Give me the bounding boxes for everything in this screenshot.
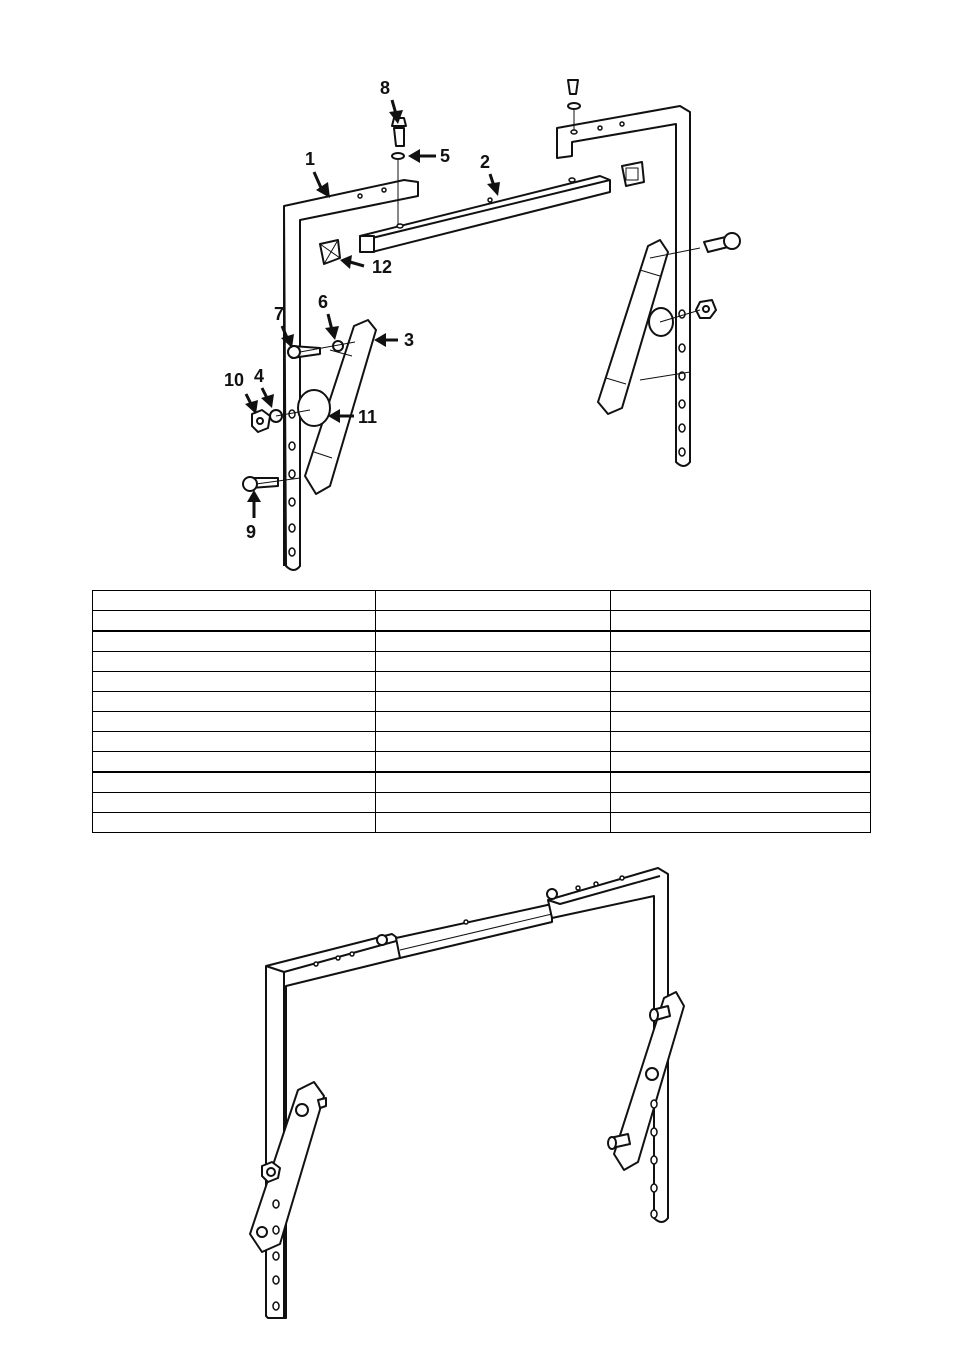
table-cell	[610, 691, 871, 712]
table-cell	[375, 812, 611, 833]
table-row	[92, 590, 871, 611]
table-cell	[375, 771, 611, 793]
left-swivel-plate	[304, 319, 377, 495]
callout-9: 9	[246, 522, 256, 542]
right-swivel-plate	[597, 239, 669, 415]
table-cell	[375, 671, 611, 692]
table-cell	[610, 751, 871, 773]
table-row	[92, 751, 871, 773]
top-bolt-left	[376, 934, 388, 946]
left-bolt-upper	[295, 1103, 309, 1117]
left-frame-bracket	[283, 179, 419, 571]
table-cell	[92, 731, 376, 752]
table-cell	[92, 792, 376, 813]
table-cell	[375, 731, 611, 752]
table-cell	[92, 751, 376, 773]
table-row	[92, 711, 871, 732]
left-swivel-plate	[249, 1081, 325, 1253]
callout-10: 10	[224, 370, 244, 390]
right-frame-bracket	[556, 105, 691, 467]
callout-1: 1	[305, 149, 315, 169]
table-cell	[92, 630, 376, 652]
table-cell	[375, 610, 611, 632]
callout-11: 11	[358, 407, 377, 427]
table-cell	[92, 651, 376, 672]
parts-table	[92, 590, 871, 833]
table-cell	[375, 792, 611, 813]
right-pivot-bolt	[645, 1067, 659, 1081]
exploded-assembly-drawing: 1 2 3 4 5 6 7 8 9 10 11 12	[224, 78, 741, 571]
table-cell	[610, 792, 871, 813]
table-row	[92, 771, 871, 793]
table-row	[92, 610, 871, 632]
table-row	[92, 792, 871, 813]
table-cell	[610, 651, 871, 672]
callout-5: 5	[440, 146, 450, 166]
callout-7: 7	[274, 304, 284, 324]
callout-3: 3	[404, 330, 414, 350]
table-row	[92, 651, 871, 672]
table-cell	[375, 751, 611, 773]
table-cell	[610, 771, 871, 793]
table-cell	[92, 691, 376, 712]
table-cell	[92, 671, 376, 692]
table-row	[92, 671, 871, 692]
washer-11	[297, 389, 331, 427]
table-cell	[610, 812, 871, 833]
washer-5	[391, 152, 405, 160]
table-cell	[92, 590, 376, 611]
table-cell	[610, 731, 871, 752]
callout-4: 4	[254, 366, 264, 386]
assembled-frame-drawing	[249, 867, 685, 1319]
table-cell	[92, 610, 376, 632]
left-bolt-lower	[256, 1226, 268, 1238]
top-bolt-right	[546, 888, 558, 900]
table-cell	[610, 671, 871, 692]
table-cell	[375, 590, 611, 611]
table-cell	[375, 630, 611, 652]
table-row	[92, 630, 871, 652]
callout-8: 8	[380, 78, 390, 98]
callout-2: 2	[480, 152, 490, 172]
table-row	[92, 812, 871, 833]
bolt-8	[393, 127, 405, 147]
table-cell	[92, 812, 376, 833]
table-cell	[610, 711, 871, 732]
table-cell	[375, 711, 611, 732]
callout-12: 12	[372, 257, 392, 277]
callout-6: 6	[318, 292, 328, 312]
right-swivel-plate	[613, 991, 685, 1171]
end-cap-12	[319, 239, 341, 265]
table-cell	[92, 771, 376, 793]
table-row	[92, 691, 871, 712]
table-row	[92, 731, 871, 752]
table-cell	[92, 711, 376, 732]
table-cell	[375, 691, 611, 712]
table-cell	[610, 610, 871, 632]
table-cell	[610, 590, 871, 611]
top-bar-middle	[395, 903, 553, 959]
table-cell	[375, 651, 611, 672]
table-cell	[610, 630, 871, 652]
